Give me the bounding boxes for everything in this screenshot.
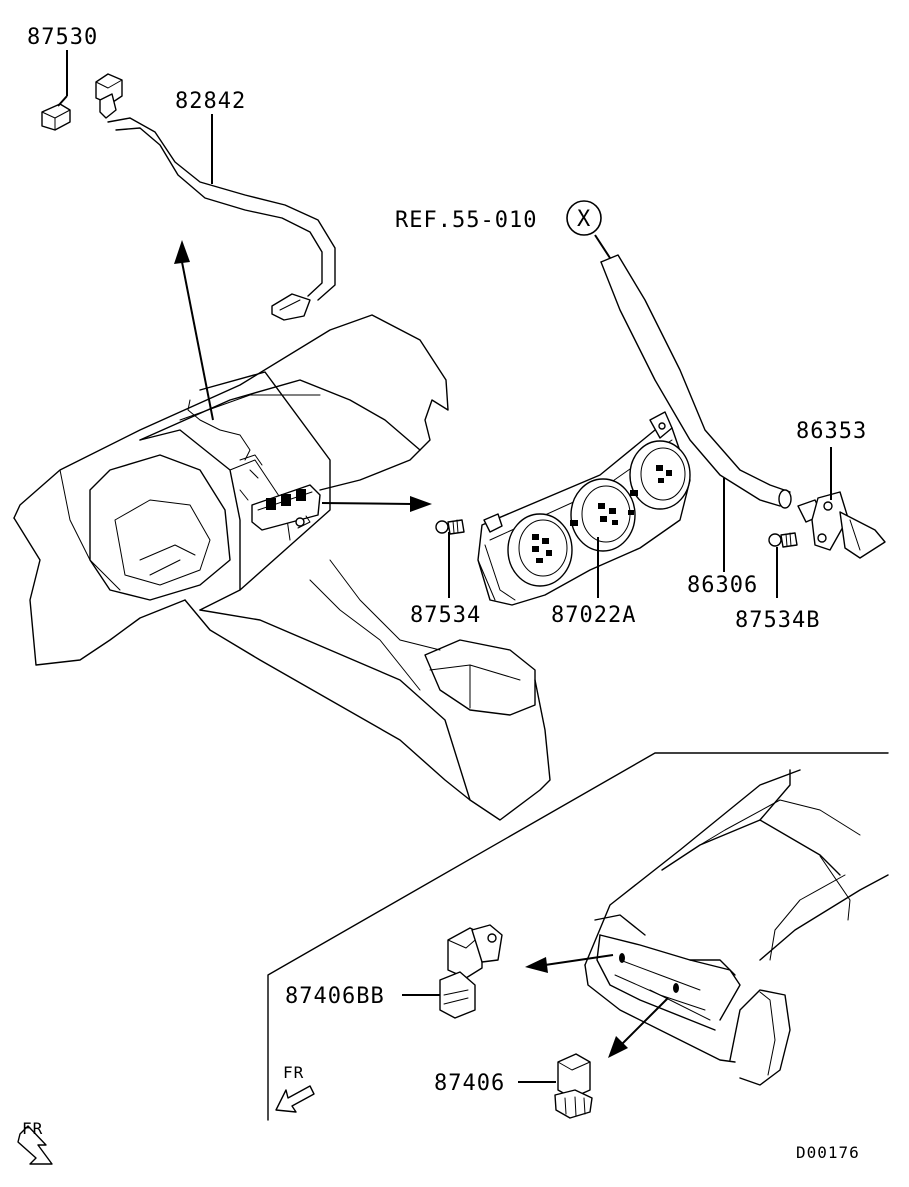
part-82842-harness (95, 73, 336, 321)
part-87406-sensor (554, 1053, 593, 1119)
ref-circle (566, 200, 602, 236)
label-ref: REF.55-010 (395, 208, 537, 233)
car-front-illustration (525, 769, 889, 1086)
fr-arrow-main-icon (17, 1125, 53, 1165)
label-86353: 86353 (796, 419, 867, 444)
label-86306: 86306 (687, 573, 758, 598)
label-fr-inset: FR (283, 1063, 304, 1082)
label-fr-main: FR (22, 1119, 43, 1138)
fr-arrow-inset-icon (275, 1085, 315, 1113)
part-87022A-control-panel (477, 411, 691, 606)
leader-lines (57, 50, 832, 1083)
label-ref-circle: X (577, 207, 591, 232)
label-87534B: 87534B (735, 608, 820, 633)
label-87534: 87534 (410, 603, 481, 628)
label-87022A: 87022A (551, 603, 636, 628)
label-82842: 82842 (175, 89, 246, 114)
drawing-code: D00176 (796, 1143, 860, 1162)
dashboard-illustration (13, 240, 551, 821)
label-87406BB: 87406BB (285, 984, 385, 1009)
part-86353-sensor (797, 491, 886, 559)
inset-frame (267, 752, 889, 1121)
part-87530-cap (41, 103, 71, 131)
part-87534-screw (435, 519, 465, 535)
label-87406: 87406 (434, 1071, 505, 1096)
part-87406BB-sensor (439, 924, 503, 1019)
part-87534B-screw (768, 532, 798, 548)
label-87530: 87530 (27, 25, 98, 50)
part-86306-hose (600, 254, 792, 509)
